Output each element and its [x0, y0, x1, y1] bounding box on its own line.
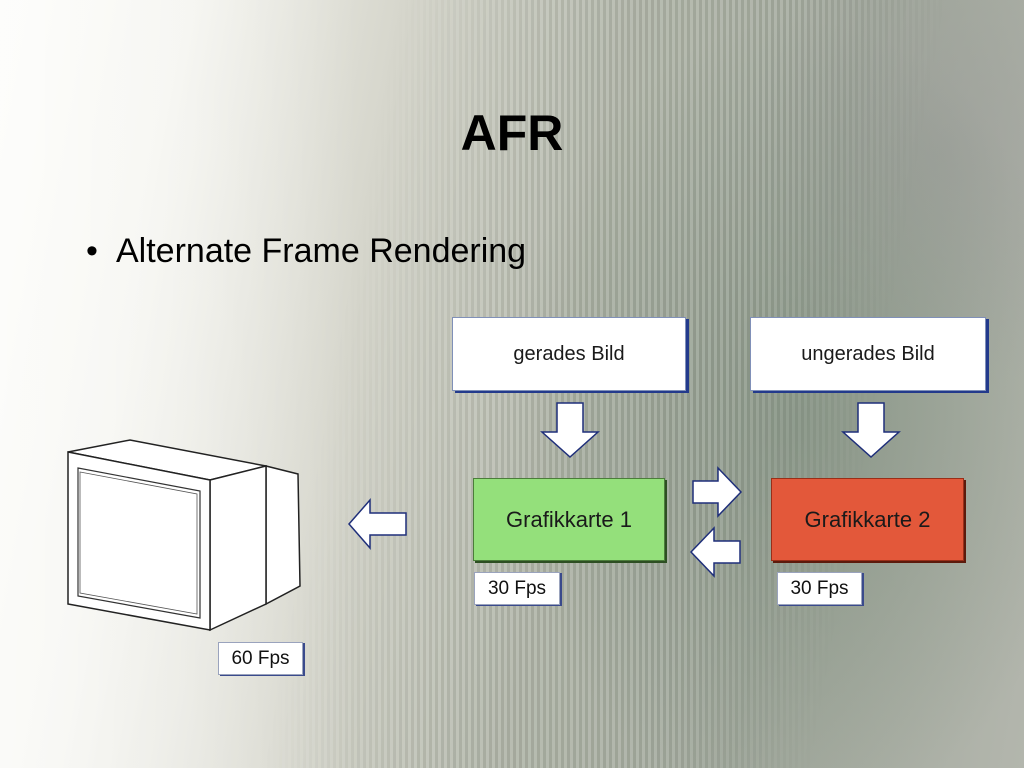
card2-fps-text: 30 Fps: [790, 577, 849, 599]
odd-frame-box: ungerades Bild: [750, 317, 986, 391]
monitor-icon: [67, 439, 301, 632]
bullet-item: • Alternate Frame Rendering: [86, 232, 526, 271]
graphics-card-2-label: Grafikkarte 2: [804, 506, 931, 532]
graphics-card-1-label: Grafikkarte 1: [506, 506, 632, 532]
even-frame-label: gerades Bild: [513, 342, 625, 365]
card2-fps-label: 30 Fps: [777, 572, 862, 605]
monitor-fps-label: 60 Fps: [218, 642, 303, 675]
arrow-down-icon: [540, 402, 600, 459]
arrow-right-icon: [692, 466, 743, 518]
monitor-fps-text: 60 Fps: [231, 647, 290, 669]
card1-fps-text: 30 Fps: [487, 577, 547, 599]
arrow-left-icon: [689, 526, 741, 578]
graphics-card-2-box: Grafikkarte 2: [771, 478, 964, 561]
slide-title: AFR: [460, 105, 564, 161]
arrow-left-icon: [348, 498, 407, 550]
arrow-down-icon: [841, 402, 901, 459]
even-frame-box: gerades Bild: [452, 317, 686, 391]
graphics-card-1-box: Grafikkarte 1: [473, 478, 665, 561]
card1-fps-label: 30 Fps: [474, 572, 560, 605]
bullet-text: Alternate Frame Rendering: [116, 232, 527, 270]
bullet-dot: •: [86, 232, 98, 270]
odd-frame-label: ungerades Bild: [801, 342, 935, 365]
